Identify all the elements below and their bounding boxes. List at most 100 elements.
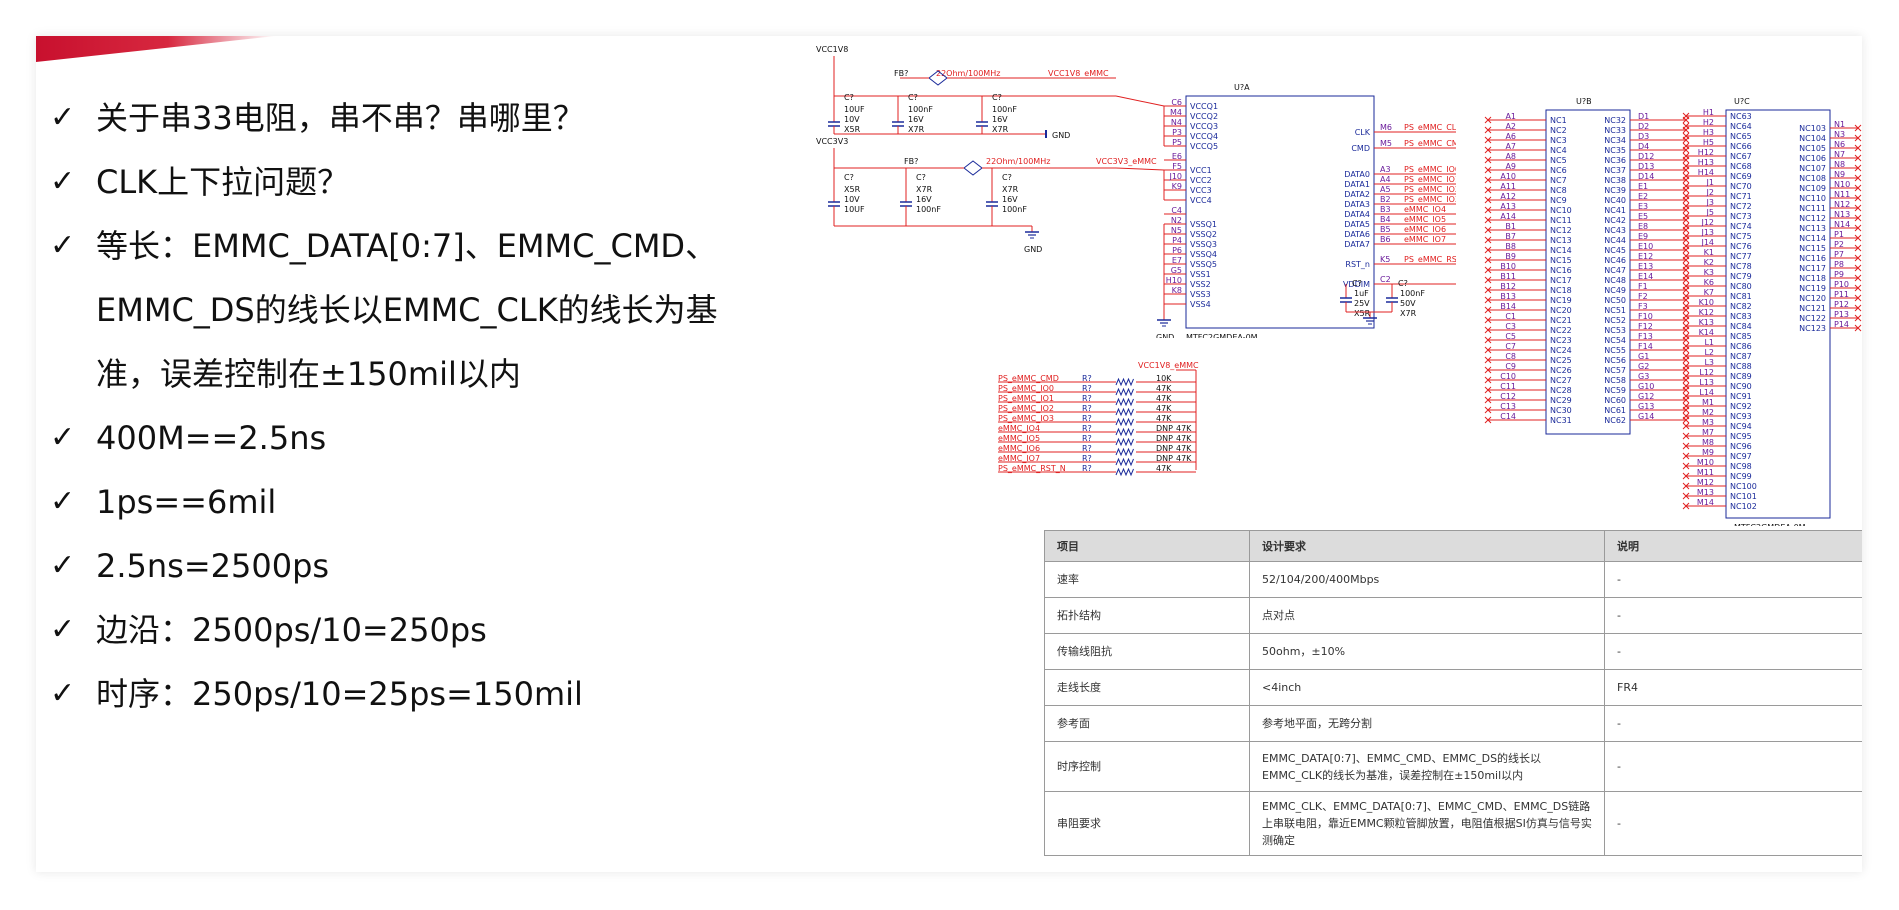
ic-pin-number: F14 xyxy=(1638,342,1653,351)
capacitor-value: 10V xyxy=(844,195,860,204)
ic-pin-name: NC104 xyxy=(1799,134,1826,143)
ground-label: GND xyxy=(1156,333,1174,338)
ic-pin-name: NC58 xyxy=(1604,376,1626,385)
ic-pin-name: NC4 xyxy=(1550,146,1567,155)
ic-pin-name: VSSQ4 xyxy=(1190,250,1217,259)
ic-pin-name: RST_n xyxy=(1345,260,1370,269)
net-label: PS_eMMC_IO3 xyxy=(998,414,1054,423)
ic-pin-name: NC93 xyxy=(1730,412,1752,421)
resistor-ref: R? xyxy=(1082,374,1092,383)
cell-item: 拓扑结构 xyxy=(1044,597,1250,634)
ic-pin-number: N14 xyxy=(1834,220,1850,229)
ic-pin-number: D12 xyxy=(1638,152,1654,161)
ic-pin-name: NC59 xyxy=(1604,386,1626,395)
ic-pin-name: NC7 xyxy=(1550,176,1567,185)
resistor-value: 47K xyxy=(1156,414,1172,423)
resistor-value-alt: 47K xyxy=(1176,444,1192,453)
ic-pin-number: E1 xyxy=(1638,182,1648,191)
ic-pin-name: NC39 xyxy=(1604,186,1626,195)
ic-pin-name: VSSQ3 xyxy=(1190,240,1217,249)
cell-requirement: EMMC_CLK、EMMC_DATA[0:7]、EMMC_CMD、EMMC_DS… xyxy=(1249,791,1605,856)
ic-pin-number: M8 xyxy=(1702,438,1714,447)
cell-item: 串阻要求 xyxy=(1044,791,1250,856)
cell-item: 速率 xyxy=(1044,561,1250,598)
resistor-ref: R? xyxy=(1082,454,1092,463)
ic-pin-number: E14 xyxy=(1638,272,1653,281)
ic-pin-number: G10 xyxy=(1638,382,1654,391)
ic-pin-name: DATA6 xyxy=(1344,230,1370,239)
ic-pin-number: A13 xyxy=(1500,202,1516,211)
ic-pin-name: NC115 xyxy=(1799,244,1826,253)
ic-pin-number: F5 xyxy=(1172,162,1182,171)
ic-pin-number: N1 xyxy=(1834,120,1845,129)
accent-stripe xyxy=(36,36,276,62)
cell-item: 走线长度 xyxy=(1044,669,1250,706)
ic-pin-name: NC79 xyxy=(1730,272,1752,281)
ic-pin-name: NC52 xyxy=(1604,316,1626,325)
ic-pin-number: C7 xyxy=(1505,342,1516,351)
resistor-symbol xyxy=(1115,457,1134,467)
resistor-value: DNP xyxy=(1156,434,1173,443)
ic-pin-name: NC10 xyxy=(1550,206,1572,215)
capacitor-ref: C? xyxy=(1398,279,1408,288)
resistor-ref: R? xyxy=(1082,464,1092,473)
resistor-ref: R? xyxy=(1082,434,1092,443)
ic-pin-name: NC98 xyxy=(1730,462,1752,471)
ic-pin-name: NC32 xyxy=(1604,116,1626,125)
ic-pin-name: NC81 xyxy=(1730,292,1752,301)
cell-note: - xyxy=(1604,705,1862,742)
ic-pin-name: NC38 xyxy=(1604,176,1626,185)
ic-pin-number: H3 xyxy=(1703,128,1714,137)
ic-pin-name: NC88 xyxy=(1730,362,1752,371)
bullet-text: CLK上下拉问题？ xyxy=(96,163,350,201)
ic-pin-number: K8 xyxy=(1172,286,1182,295)
ic-pin-name: NC30 xyxy=(1550,406,1572,415)
ic-pin-number: F3 xyxy=(1638,302,1648,311)
ic-pin-number: J13 xyxy=(1700,228,1714,237)
ic-pin-number: M13 xyxy=(1697,488,1714,497)
cell-note: - xyxy=(1604,561,1862,598)
net-label: eMMC_IO7 xyxy=(1404,235,1446,244)
ic-pin-name: NC91 xyxy=(1730,392,1752,401)
bullet-text: 时序：250ps/10=25ps=150mil xyxy=(96,675,583,713)
schematic-wire xyxy=(1854,314,1862,322)
ic-pin-number: N7 xyxy=(1834,150,1845,159)
schematic-wire xyxy=(1854,214,1862,222)
ic-pin-number: C2 xyxy=(1380,275,1391,284)
ic-pin-name: NC118 xyxy=(1799,274,1826,283)
checkmark-icon: ✓ xyxy=(50,548,76,583)
ic-pin-name: NC51 xyxy=(1604,306,1626,315)
schematic-wire xyxy=(1854,324,1862,332)
net-label: eMMC_IO6 xyxy=(998,444,1040,453)
bullet-text: 1ps==6mil xyxy=(96,483,277,521)
ic-pin-name: NC25 xyxy=(1550,356,1572,365)
ic-pin-name: DATA2 xyxy=(1344,190,1370,199)
ic-pin-name: NC13 xyxy=(1550,236,1572,245)
ic-pin-name: NC14 xyxy=(1550,246,1572,255)
ic-pin-number: A12 xyxy=(1500,192,1516,201)
ic-body-ub xyxy=(1545,109,1631,435)
net-label: PS_eMMC_IO1 xyxy=(1404,175,1456,184)
ic-pin-name: NC49 xyxy=(1604,286,1626,295)
checkmark-icon: ✓ xyxy=(50,612,76,647)
ic-pin-name: NC46 xyxy=(1604,256,1626,265)
ic-pin-number: K12 xyxy=(1699,308,1714,317)
ic-pin-number: M6 xyxy=(1380,123,1392,132)
ic-pin-name: VCCQ4 xyxy=(1190,132,1218,141)
ic-pin-number: P6 xyxy=(1172,246,1182,255)
resistor-symbol xyxy=(1115,417,1134,427)
schematic-wire xyxy=(1854,244,1862,252)
bullet-item: ✓400M==2.5ns xyxy=(46,406,836,470)
ic-pin-number: M5 xyxy=(1380,139,1392,148)
ic-pin-name: NC102 xyxy=(1730,502,1757,511)
capacitor-value: 100nF xyxy=(1002,205,1027,214)
ic-pin-number: A9 xyxy=(1505,162,1516,171)
cell-item: 参考面 xyxy=(1044,705,1250,742)
ic-pin-number: N8 xyxy=(1834,160,1845,169)
ic-pin-number: D1 xyxy=(1638,112,1649,121)
ferrite-bead-value: 22Ohm/100MHz xyxy=(986,157,1050,166)
capacitor-value: 100nF xyxy=(908,105,933,114)
capacitor-ref: C? xyxy=(908,93,918,102)
ic-pin-name: DATA0 xyxy=(1344,170,1370,179)
ic-pin-name: NC101 xyxy=(1730,492,1757,501)
